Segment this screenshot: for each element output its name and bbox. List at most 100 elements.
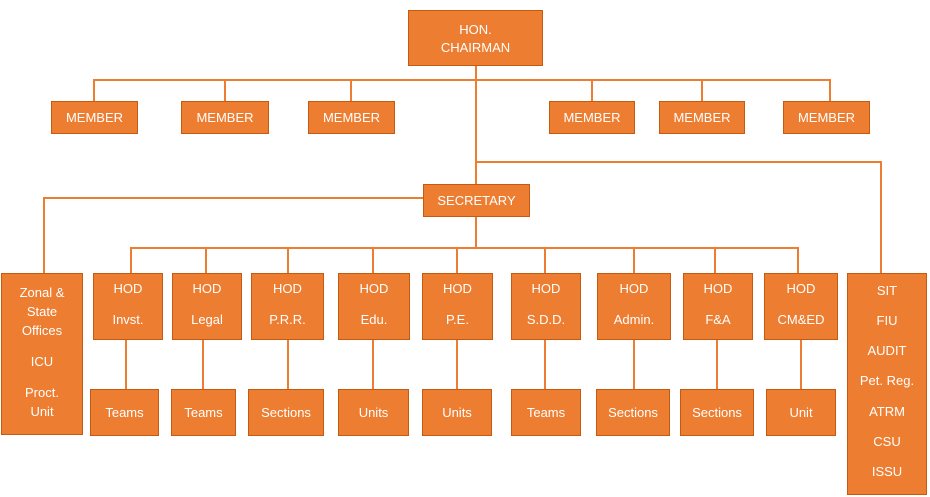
sub-unit-label: Sections bbox=[608, 405, 658, 420]
hod-drop-line bbox=[287, 247, 289, 275]
sub-unit-box: Units bbox=[422, 389, 492, 436]
special-unit-label: AUDIT bbox=[867, 343, 907, 359]
hod-bus-line bbox=[130, 247, 799, 249]
member-label: MEMBER bbox=[563, 110, 621, 125]
hod-dept: CM&ED bbox=[777, 312, 825, 327]
zonal-text: ICU bbox=[30, 354, 54, 369]
units-drop-line bbox=[880, 161, 882, 273]
sub-unit-label: Units bbox=[442, 405, 472, 420]
member-box: MEMBER bbox=[308, 101, 395, 134]
sub-unit-label: Teams bbox=[105, 405, 144, 420]
hod-title: HOD bbox=[786, 281, 816, 296]
special-units-box: SIT FIU AUDIT Pet. Reg. ATRM CSU ISSU bbox=[847, 273, 927, 495]
member-drop-line bbox=[93, 79, 95, 103]
hod-box: HOD S.D.D. bbox=[511, 273, 581, 340]
sub-unit-label: Units bbox=[358, 405, 389, 420]
hod-box: HOD CM&ED bbox=[764, 273, 838, 340]
hod-sub-line bbox=[633, 340, 635, 390]
sub-unit-box: Units bbox=[338, 389, 409, 436]
sub-unit-label: Teams bbox=[184, 405, 223, 420]
hod-title: HOD bbox=[113, 281, 143, 296]
hod-sub-line bbox=[125, 340, 127, 390]
hod-box: HOD P.E. bbox=[422, 273, 493, 340]
hod-dept: Invst. bbox=[112, 312, 144, 327]
member-drop-line bbox=[591, 79, 593, 103]
secretary-label: SECRETARY bbox=[437, 193, 516, 208]
hod-sub-line bbox=[544, 340, 546, 390]
hod-drop-line bbox=[205, 247, 207, 275]
hod-title: HOD bbox=[703, 281, 733, 296]
hod-drop-line bbox=[544, 247, 546, 275]
member-box: MEMBER bbox=[659, 101, 745, 134]
sub-unit-box: Teams bbox=[171, 389, 236, 436]
hod-sub-line bbox=[202, 340, 204, 390]
hod-sub-line bbox=[800, 340, 802, 390]
zonal-text: Offices bbox=[21, 323, 63, 338]
special-unit-label: FIU bbox=[876, 313, 898, 329]
hod-dept: S.D.D. bbox=[526, 312, 566, 327]
hod-box: HOD Edu. bbox=[338, 273, 410, 340]
hod-drop-line bbox=[633, 247, 635, 275]
sub-unit-label: Teams bbox=[526, 405, 566, 420]
member-label: MEMBER bbox=[65, 110, 124, 125]
member-drop-line bbox=[701, 79, 703, 103]
zonal-branch-line bbox=[43, 197, 425, 199]
member-label: MEMBER bbox=[322, 110, 381, 125]
chairman-line1: HON. bbox=[459, 21, 492, 37]
hod-box: HOD P.R.R. bbox=[251, 273, 324, 340]
members-bus-line bbox=[93, 79, 831, 81]
member-drop-line bbox=[350, 79, 352, 103]
sub-unit-box: Sections bbox=[680, 389, 754, 436]
hod-box: HOD Legal bbox=[172, 273, 242, 340]
member-label: MEMBER bbox=[797, 110, 856, 125]
hod-box: HOD Invst. bbox=[93, 273, 163, 340]
sub-unit-label: Sections bbox=[692, 405, 742, 420]
chairman-box: HON. CHAIRMAN bbox=[408, 10, 543, 66]
zonal-text: Proct. bbox=[25, 385, 59, 400]
units-branch-line bbox=[475, 161, 882, 163]
hod-dept: Legal bbox=[191, 312, 223, 327]
hod-box: HOD F&A bbox=[683, 273, 753, 340]
hod-drop-line bbox=[714, 247, 716, 275]
hod-dept: P.E. bbox=[446, 312, 469, 327]
hod-dept: Edu. bbox=[360, 312, 388, 327]
hod-sub-line bbox=[287, 340, 289, 390]
zonal-drop-line bbox=[43, 197, 45, 275]
member-box: MEMBER bbox=[51, 101, 138, 134]
hod-drop-line bbox=[456, 247, 458, 275]
special-unit-label: Pet. Reg. bbox=[859, 373, 915, 389]
special-unit-label: ISSU bbox=[871, 463, 903, 479]
special-unit-label: CSU bbox=[873, 433, 901, 449]
hod-sub-line bbox=[456, 340, 458, 390]
sub-unit-box: Sections bbox=[596, 389, 670, 436]
member-box: MEMBER bbox=[549, 101, 635, 134]
sub-unit-label: Unit bbox=[789, 405, 813, 420]
member-box: MEMBER bbox=[181, 101, 269, 134]
sub-unit-box: Teams bbox=[90, 389, 159, 436]
sub-unit-box: Unit bbox=[766, 389, 836, 436]
sub-unit-box: Sections bbox=[248, 389, 324, 436]
member-box: MEMBER bbox=[783, 101, 870, 134]
chairman-line2: CHAIRMAN bbox=[440, 39, 511, 55]
special-unit-label: SIT bbox=[876, 283, 898, 298]
chairman-trunk-line bbox=[475, 66, 477, 249]
hod-dept: Admin. bbox=[613, 312, 655, 327]
sub-unit-label: Sections bbox=[261, 405, 311, 420]
zonal-text: Unit bbox=[30, 404, 54, 419]
member-label: MEMBER bbox=[673, 110, 731, 125]
hod-sub-line bbox=[716, 340, 718, 390]
zonal-text: State bbox=[26, 304, 58, 319]
member-drop-line bbox=[224, 79, 226, 103]
zonal-text: Zonal & bbox=[19, 285, 65, 300]
hod-dept: P.R.R. bbox=[269, 312, 306, 327]
hod-drop-line bbox=[797, 247, 799, 275]
secretary-box: SECRETARY bbox=[423, 184, 530, 217]
hod-box: HOD Admin. bbox=[597, 273, 671, 340]
hod-drop-line bbox=[372, 247, 374, 275]
hod-title: HOD bbox=[531, 281, 561, 296]
hod-title: HOD bbox=[443, 281, 472, 296]
special-unit-label: ATRM bbox=[869, 403, 905, 419]
hod-sub-line bbox=[372, 340, 374, 390]
hod-title: HOD bbox=[359, 281, 389, 296]
member-label: MEMBER bbox=[196, 110, 254, 125]
